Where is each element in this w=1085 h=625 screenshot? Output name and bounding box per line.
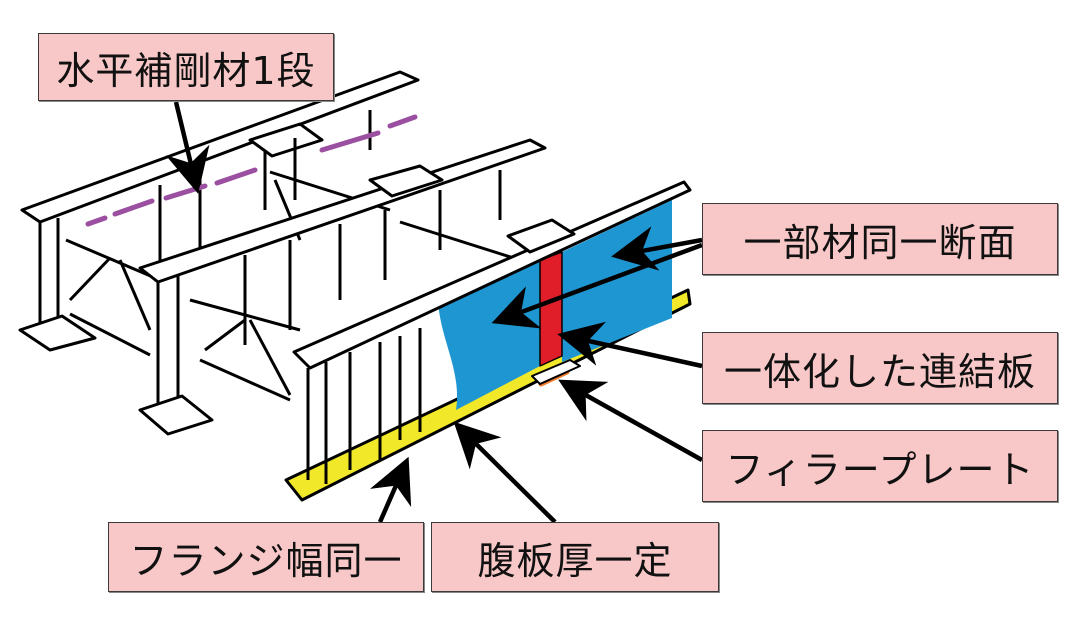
arrow-splice-plate (557, 321, 703, 369)
arrow-web-thickness (453, 421, 557, 524)
label-integrated-splice-plate: 一体化した連結板 (702, 332, 1058, 404)
arrow-flange-width (369, 456, 412, 523)
cross-frames (65, 170, 521, 402)
back-girder (18, 70, 420, 352)
front-girder (284, 180, 692, 502)
arrow-filler-plate (558, 379, 704, 462)
arrow-horizontal-stiffener (165, 101, 210, 194)
callout-arrows (165, 101, 704, 524)
label-same-flange-width: フランジ幅同一 (108, 522, 424, 592)
arrow-section-left (491, 242, 703, 329)
label-constant-web-thickness: 腹板厚一定 (431, 522, 719, 592)
label-horizontal-stiffener: 水平補剛材1段 (38, 33, 334, 101)
arrow-section-right (611, 226, 703, 271)
middle-girder (138, 138, 547, 436)
label-same-section: 一部材同一断面 (702, 203, 1058, 275)
splice-plate (539, 251, 563, 367)
label-filler-plate: フィラープレート (702, 430, 1058, 502)
